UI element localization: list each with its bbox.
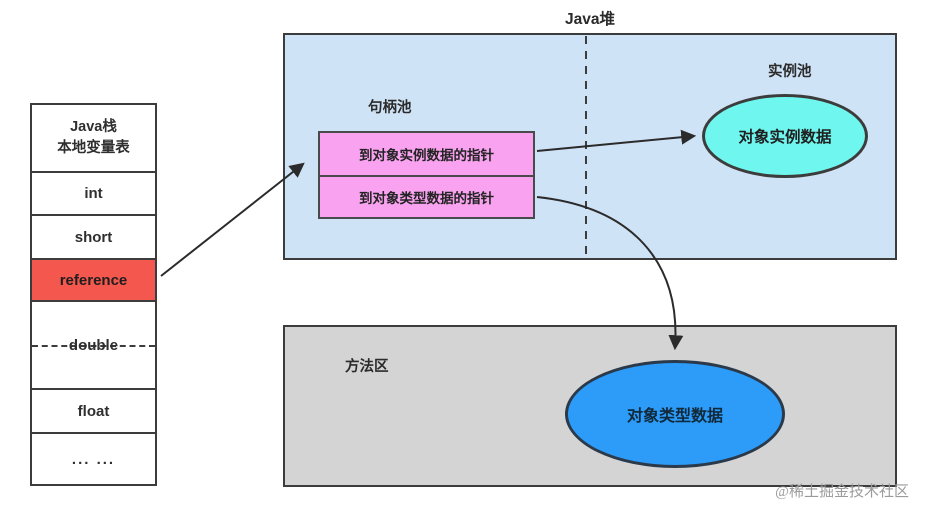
stack-cell-ellipsis: ... ... [32,432,155,484]
pointer-to-type-data: 到对象类型数据的指针 [320,175,533,217]
object-type-data-label: 对象类型数据 [626,408,723,425]
stack-cell-reference: reference [32,258,155,300]
watermark: @稀土掘金技术社区 [775,484,909,500]
stack-cell-double-label: double [68,336,119,354]
stack-cell-float: float [32,388,155,432]
method-area-label: 方法区 [345,359,389,375]
stack-cell-int-label: int [84,185,103,202]
stack-cell-short-label: short [74,228,113,246]
handle-pool-box: 到对象实例数据的指针 到对象类型数据的指针 [318,131,535,219]
pointer-to-instance-data: 到对象实例数据的指针 [359,148,494,163]
instance-pool-label: 实例池 [768,64,812,80]
stack-cell-double: double [32,300,155,388]
stack-cell-int: int [32,171,155,214]
stack-cell-short: short [32,214,155,258]
stack-cell-reference-label: reference [59,271,128,289]
object-instance-data-label: 对象实例数据 [738,129,832,146]
stack-cell-float-label: float [77,402,110,420]
stack-cell-ellipsis-label: ... ... [71,450,116,468]
arrow-reference-to-handle-pool [160,162,305,277]
stack-table-header: Java栈 本地变量表 [32,105,155,171]
stack-header-line1: Java栈 [70,118,117,135]
stack-header-line2: 本地变量表 [57,140,130,156]
java-heap-title: Java堆 [565,11,615,28]
object-type-data-ellipse: 对象类型数据 [565,360,785,468]
object-instance-data-ellipse: 对象实例数据 [702,94,868,178]
java-stack-table: Java栈 本地变量表 int short reference double f… [30,103,157,486]
handle-pool-label: 句柄池 [368,100,412,116]
double-slot-dashed-divider [32,345,155,347]
